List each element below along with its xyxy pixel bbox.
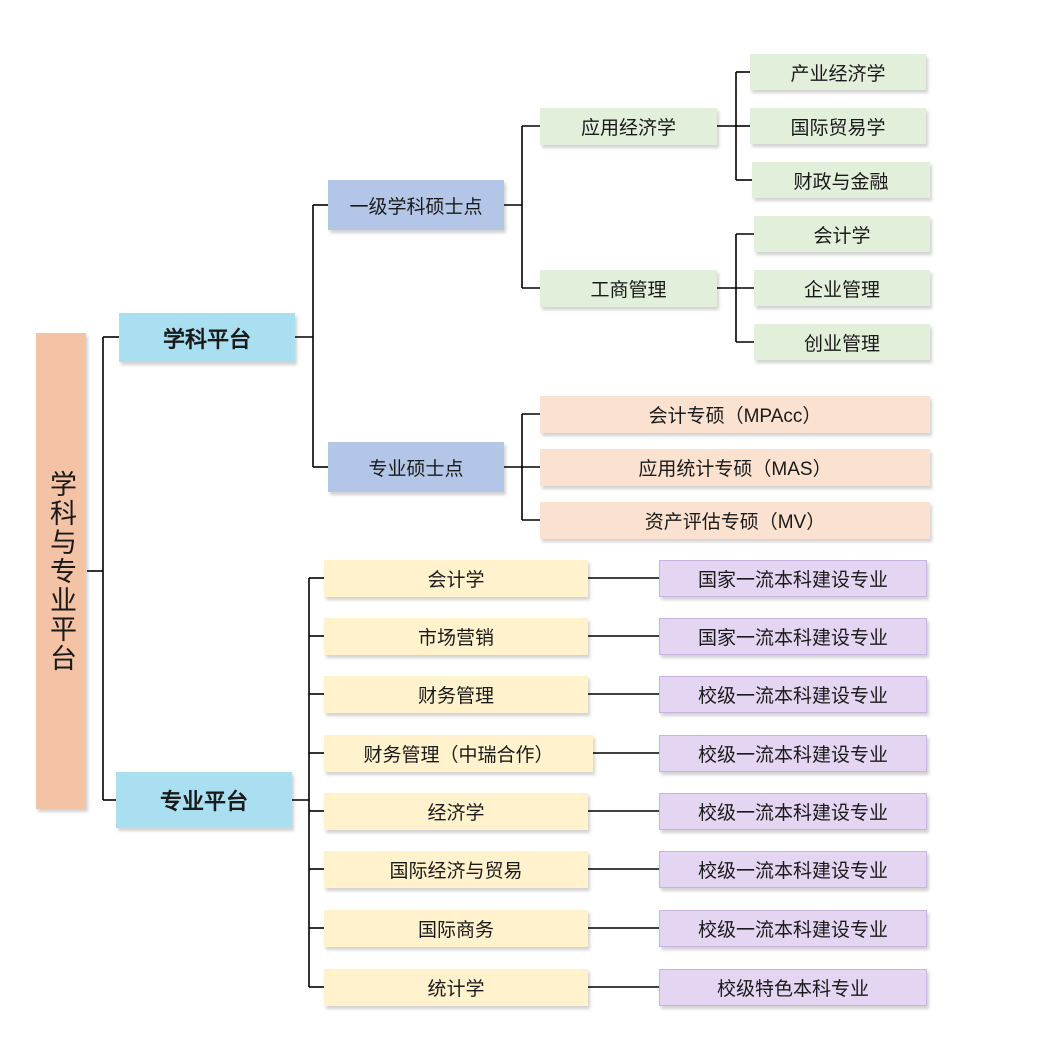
major-node: 国际经济与贸易 [324, 851, 588, 888]
professional-degree-node: 会计专硕（MPAcc） [540, 396, 930, 433]
major-level-label: 校级特色本科专业 [716, 979, 869, 1000]
professional-degree-node: 应用统计专硕（MAS） [540, 449, 930, 486]
major-level-label: 校级一流本科建设专业 [697, 920, 888, 941]
professional-master-label: 专业硕士点 [368, 458, 464, 480]
major-label: 财务管理 [417, 686, 494, 707]
professional-degree-label: 资产评估专硕（MV） [644, 512, 826, 533]
professional-degree-label: 应用统计专硕（MAS） [638, 459, 832, 480]
discipline-group-label: 工商管理 [590, 280, 667, 301]
major-level-node: 校级一流本科建设专业 [659, 793, 927, 830]
major-platform-label: 专业平台 [159, 789, 248, 814]
major-node: 会计学 [324, 560, 588, 597]
major-label: 统计学 [427, 979, 485, 1000]
major-level-node: 校级一流本科建设专业 [659, 735, 927, 772]
professional-master-node: 专业硕士点 [328, 442, 504, 492]
major-node: 国际商务 [324, 910, 588, 947]
major-level-label: 校级一流本科建设专业 [697, 861, 888, 882]
professional-degree-node: 资产评估专硕（MV） [540, 502, 930, 539]
major-level-label: 国家一流本科建设专业 [697, 570, 888, 591]
sub-discipline-node: 财政与金融 [752, 162, 930, 198]
sub-discipline-label: 产业经济学 [790, 63, 886, 85]
major-level-label: 校级一流本科建设专业 [697, 745, 888, 766]
major-node: 经济学 [324, 793, 588, 830]
major-label: 国际商务 [417, 920, 494, 941]
major-level-node: 校级一流本科建设专业 [659, 851, 927, 888]
major-label: 国际经济与贸易 [389, 861, 523, 882]
discipline-platform-label: 学科平台 [162, 326, 251, 352]
sub-discipline-node: 创业管理 [754, 324, 930, 360]
root-label: 学科与专业平台 [46, 469, 76, 673]
major-node: 财务管理 [324, 676, 588, 713]
sub-discipline-label: 创业管理 [803, 333, 880, 355]
sub-discipline-label: 会计学 [813, 225, 871, 247]
major-node: 市场营销 [324, 618, 588, 655]
major-platform-node: 专业平台 [116, 772, 292, 828]
major-level-node: 国家一流本科建设专业 [659, 618, 927, 655]
major-node: 财务管理（中瑞合作） [324, 735, 593, 772]
level1-master-label: 一级学科硕士点 [349, 196, 483, 218]
sub-discipline-node: 企业管理 [754, 270, 930, 306]
discipline-group-node: 应用经济学 [540, 108, 717, 145]
major-label: 经济学 [427, 803, 485, 824]
sub-discipline-label: 企业管理 [803, 279, 880, 301]
major-node: 统计学 [324, 969, 588, 1006]
major-level-node: 国家一流本科建设专业 [659, 560, 927, 597]
major-label: 会计学 [427, 570, 485, 591]
sub-discipline-node: 国际贸易学 [750, 108, 926, 144]
major-level-node: 校级特色本科专业 [659, 969, 927, 1006]
sub-discipline-node: 会计学 [754, 216, 930, 252]
sub-discipline-label: 国际贸易学 [790, 117, 886, 139]
major-level-label: 校级一流本科建设专业 [697, 803, 888, 824]
sub-discipline-node: 产业经济学 [750, 54, 926, 90]
sub-discipline-label: 财政与金融 [793, 171, 889, 193]
major-level-label: 校级一流本科建设专业 [697, 686, 888, 707]
major-label: 财务管理（中瑞合作） [363, 745, 554, 766]
root-node: 学科与专业平台 [36, 333, 86, 809]
level1-master-node: 一级学科硕士点 [328, 180, 504, 230]
discipline-group-node: 工商管理 [540, 270, 717, 307]
major-level-node: 校级一流本科建设专业 [659, 910, 927, 947]
major-level-label: 国家一流本科建设专业 [697, 628, 888, 649]
discipline-platform-node: 学科平台 [119, 313, 295, 362]
major-label: 市场营销 [417, 628, 494, 649]
discipline-group-label: 应用经济学 [580, 118, 676, 139]
professional-degree-label: 会计专硕（MPAcc） [648, 406, 822, 427]
major-level-node: 校级一流本科建设专业 [659, 676, 927, 713]
